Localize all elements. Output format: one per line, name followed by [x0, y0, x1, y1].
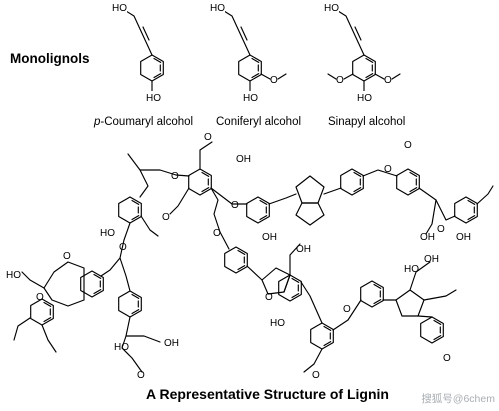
atom-label: HO — [324, 3, 339, 14]
atom-label: OH — [296, 244, 311, 255]
atom-label: HO — [210, 3, 225, 14]
p-coumaryl-name: -Coumaryl alcohol — [100, 116, 194, 128]
atom-label: O — [270, 75, 278, 86]
monolignols-heading: Monolignols — [10, 51, 90, 66]
atom-label: HO — [270, 318, 285, 329]
atom-label: OH — [236, 154, 251, 165]
atom-label: HO — [404, 264, 419, 275]
atom-label: O — [36, 292, 44, 303]
atom-label: HO — [6, 270, 21, 281]
atom-label: HO — [146, 93, 161, 104]
coniferyl-alcohol-structure: HO HO O — [210, 2, 287, 104]
p-coumaryl-prefix: p — [94, 116, 101, 128]
atom-label: O — [213, 228, 221, 239]
atom-label: OH — [456, 232, 471, 243]
atom-label: O — [443, 353, 451, 364]
atom-label: HO — [114, 342, 129, 353]
atom-label: O — [404, 140, 412, 151]
atom-label: OH — [164, 338, 179, 349]
atom-label: O — [162, 212, 170, 223]
atom-label: HO — [357, 93, 372, 104]
atom-label: O — [437, 224, 445, 235]
atom-label: OH — [420, 232, 435, 243]
watermark: 搜狐号@6chem — [421, 393, 495, 405]
atom-label: HO — [243, 93, 258, 104]
atom-label: O — [343, 304, 351, 315]
sinapyl-alcohol-structure: HO HO O O — [324, 2, 401, 104]
lignin-structure-caption: A Representative Structure of Lignin — [146, 386, 389, 402]
atom-label: O — [384, 75, 392, 86]
lignin-polymer-structure: O O O O O O O O O O O O O O O O OH OH OH… — [6, 132, 494, 381]
atom-label: O — [336, 75, 344, 86]
sinapyl-alcohol-label: Sinapyl alcohol — [328, 116, 406, 128]
atom-label: O — [231, 200, 239, 211]
p-coumaryl-alcohol-label: p-Coumaryl alcohol — [94, 116, 193, 128]
p-coumaryl-alcohol-structure: HO HO — [112, 2, 164, 104]
atom-label: HO — [112, 3, 127, 14]
atom-label: O — [63, 251, 71, 262]
atom-label: HO — [100, 228, 115, 239]
atom-label: O — [384, 164, 392, 175]
atom-label: O — [137, 370, 145, 381]
coniferyl-alcohol-label: Coniferyl alcohol — [216, 116, 302, 128]
atom-label: O — [119, 242, 127, 253]
atom-label: O — [265, 292, 273, 303]
atom-label: O — [204, 132, 212, 143]
atom-label: OH — [262, 232, 277, 243]
atom-label: O — [312, 370, 320, 381]
atom-label: OH — [424, 254, 439, 265]
atom-label: O — [171, 171, 179, 182]
